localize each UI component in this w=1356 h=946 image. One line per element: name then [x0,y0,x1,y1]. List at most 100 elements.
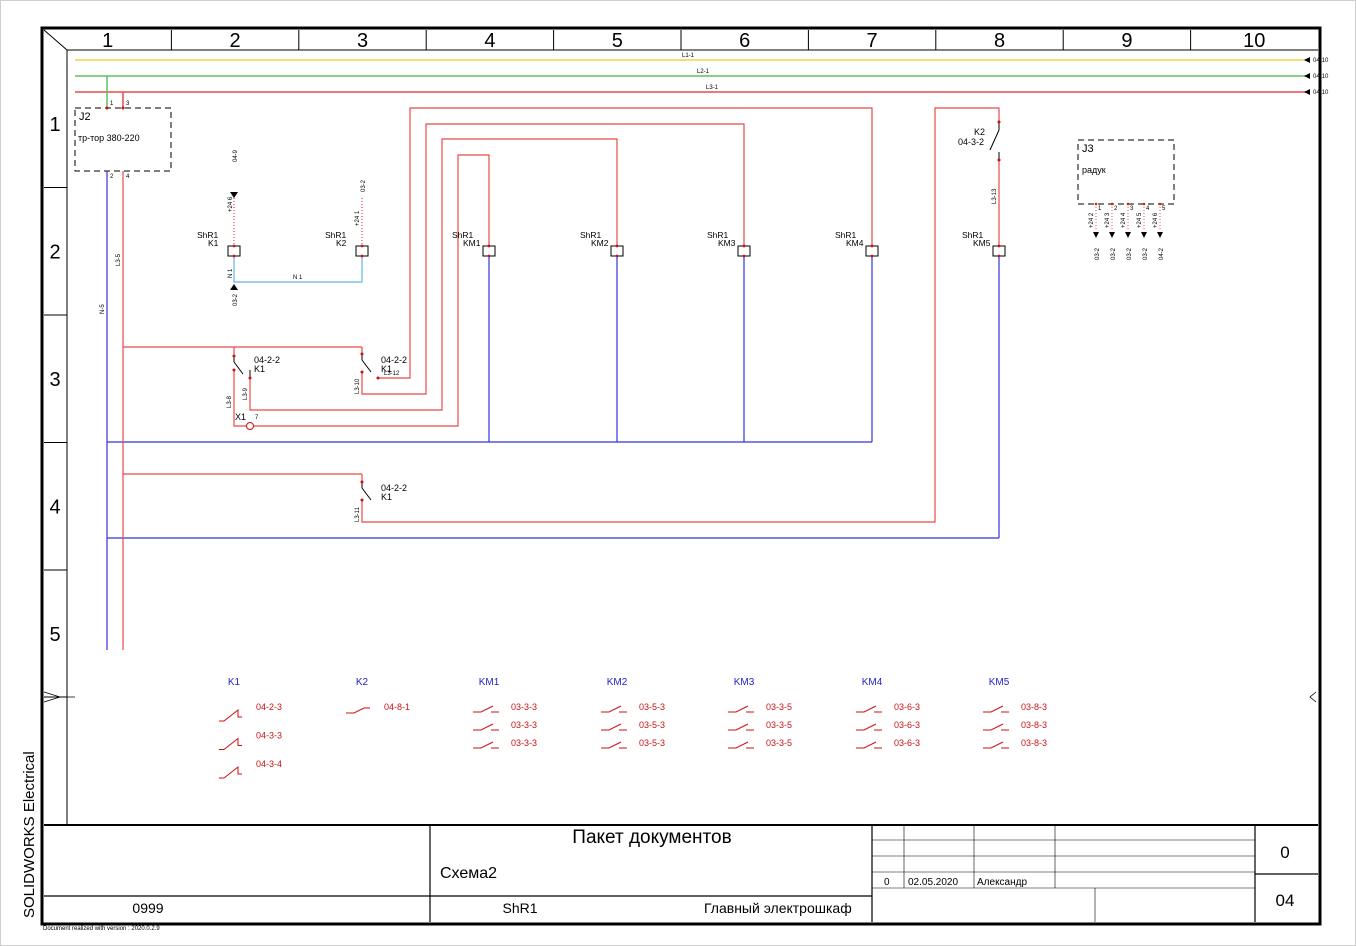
xref-item[interactable]: 03-8-3 [1021,738,1047,748]
wire-label: L3-9 [243,387,249,400]
wire-label: L3-13 [992,188,998,204]
xref-item[interactable]: 03-8-3 [1021,720,1047,730]
xref-tag: KM2 [607,677,628,688]
column-number: 3 [357,30,368,52]
xref-item[interactable]: 03-3-3 [511,720,537,730]
xref-item[interactable]: 03-6-3 [894,702,920,712]
coil-tag: K2 [336,238,347,248]
bus-ref: 04-10 [1313,74,1329,80]
xref-item[interactable]: 03-6-3 [894,738,920,748]
sheet-name: Схема2 [440,865,497,882]
wire-ref: 03-2 [361,179,367,192]
contact-tag: K1 [381,492,392,502]
xref-item[interactable]: 04-3-3 [256,731,282,741]
contact-ref: 04-2-2 [254,355,280,365]
rev-index: 0 [1280,843,1289,862]
svg-text:1: 1 [110,101,114,107]
coil-cabinet: ShR1 [707,230,729,240]
xref-tag: KM1 [479,677,500,688]
coil-cabinet: ShR1 [962,230,984,240]
svg-text:4: 4 [126,174,130,180]
j3-wire-label: +24 3 [1105,212,1111,228]
coil-tag: KM2 [591,238,609,248]
coil-cabinet: ShR1 [580,230,602,240]
column-number: 5 [612,30,623,52]
contact-tag: K1 [381,364,392,374]
xref-tag: KM3 [734,677,755,688]
bus-label: L2-1 [697,69,710,75]
description-text: Главный электрошкаф [704,900,852,916]
xref-item[interactable]: 03-5-3 [639,720,665,730]
xref-item[interactable]: 03-3-3 [511,738,537,748]
wire-ref: 04-9 [233,149,239,162]
column-number: 6 [739,30,750,52]
xref-item[interactable]: 03-3-5 [766,720,792,730]
j3-wire-label: +24 4 [1121,212,1127,228]
j2-tag: J2 [79,111,91,123]
xref-tag: KM5 [989,677,1010,688]
drawing-frame [40,26,1322,926]
row-number: 3 [49,369,60,391]
xref-item[interactable]: 03-5-3 [639,738,665,748]
x1-terminal[interactable] [246,422,254,430]
j3-wire-ref: 04-2 [1159,247,1165,260]
coil-tag: KM4 [846,238,864,248]
svg-text:3: 3 [126,101,130,107]
xref-tag: KM4 [862,677,883,688]
xref-item[interactable]: 04-3-4 [256,759,282,769]
j2-name: тр-тор 380-220 [78,133,140,143]
coil-tag: K1 [208,238,219,248]
wire-label: L3-5 [116,253,122,266]
j3-wire-label: +24 6 [1153,212,1159,228]
column-number: 7 [867,30,878,52]
wires [106,107,1000,650]
date-text: 02.05.2020 [908,877,958,888]
contact-tag: K1 [254,364,265,374]
xref-item[interactable]: 03-3-5 [766,702,792,712]
xref-tag: K1 [228,677,241,688]
wire-label: L3-8 [227,395,233,408]
column-number: 2 [230,30,241,52]
xref-item[interactable]: 03-6-3 [894,720,920,730]
footer-note: Document realized with version : 2020.0.… [43,926,160,932]
column-number: 8 [994,30,1005,52]
j3-module[interactable]: J3 радук [1077,139,1175,205]
revision-text: 0 [884,877,890,888]
coil-tag: KM5 [973,238,991,248]
coil-cabinet: ShR1 [325,230,347,240]
j3-pins: 1+24 203-22+24 303-23+24 403-24+24 503-2… [1089,202,1166,260]
wire-label: N 1 [228,268,234,278]
wire-label: +24 6 [228,196,234,212]
wire-label: L3-10 [355,378,361,394]
coil-cabinet: ShR1 [197,230,219,240]
title-text: Пакет документов [572,827,731,848]
xref-item[interactable]: 03-3-3 [511,702,537,712]
xref-item[interactable]: 03-3-5 [766,738,792,748]
xref-item[interactable]: 03-5-3 [639,702,665,712]
xref-item[interactable]: 04-8-1 [384,702,410,712]
column-number: 9 [1121,30,1132,52]
wire-ref: 03-2 [233,293,239,306]
xref-item[interactable]: 04-2-3 [256,702,282,712]
column-number: 4 [484,30,495,52]
bus-label: L1-1 [682,53,695,59]
svg-text:2: 2 [110,174,114,180]
xref-item[interactable]: 03-8-3 [1021,702,1047,712]
j3-wire-ref: 03-2 [1095,247,1101,260]
wire-label: N 1 [293,275,303,281]
j3-wire-ref: 03-2 [1127,247,1133,260]
j2-transformer[interactable]: J2 тр-тор 380-220 1 3 2 4 [74,101,172,180]
j3-tag: J3 [1082,143,1094,155]
column-number: 10 [1243,30,1265,52]
j3-pin-number: 1 [1098,206,1102,212]
row-number: 5 [49,624,60,646]
